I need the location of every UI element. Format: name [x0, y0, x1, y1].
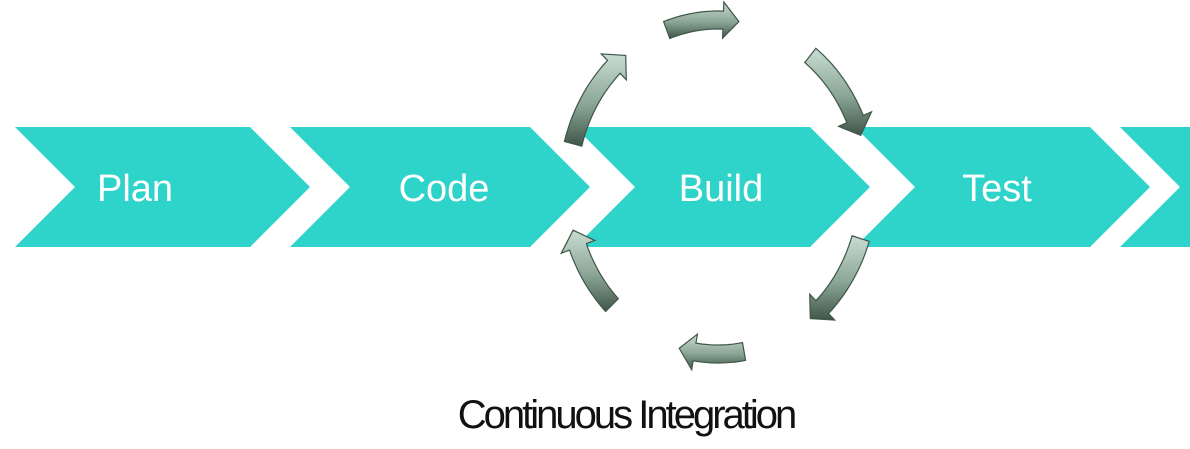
ci-cycle-arrows: [559, 0, 873, 372]
cycle-arrow-bottom-icon: [678, 332, 747, 372]
chevron-build: [575, 127, 870, 247]
chevron-code: [290, 127, 590, 247]
step-label-build: Build: [679, 168, 764, 210]
step-label-code: Code: [399, 168, 490, 210]
ci-caption: Continuous Integration: [458, 393, 795, 437]
chevron-test: [855, 127, 1150, 247]
cycle-arrow-upper-right-icon: [803, 47, 873, 137]
step-label-plan: Plan: [97, 168, 173, 210]
pipeline-labels: Plan Code Build Test: [97, 168, 1032, 210]
cycle-arrow-lower-left-icon: [559, 229, 620, 313]
cycle-arrow-upper-left-icon: [563, 53, 627, 147]
cycle-arrow-top-icon: [662, 0, 740, 40]
step-label-test: Test: [962, 168, 1032, 210]
cycle-arrow-lower-right-icon: [809, 235, 870, 321]
chevron-next: [1120, 127, 1190, 247]
pipeline-chevrons: [15, 127, 1190, 247]
chevron-plan: [15, 127, 310, 247]
